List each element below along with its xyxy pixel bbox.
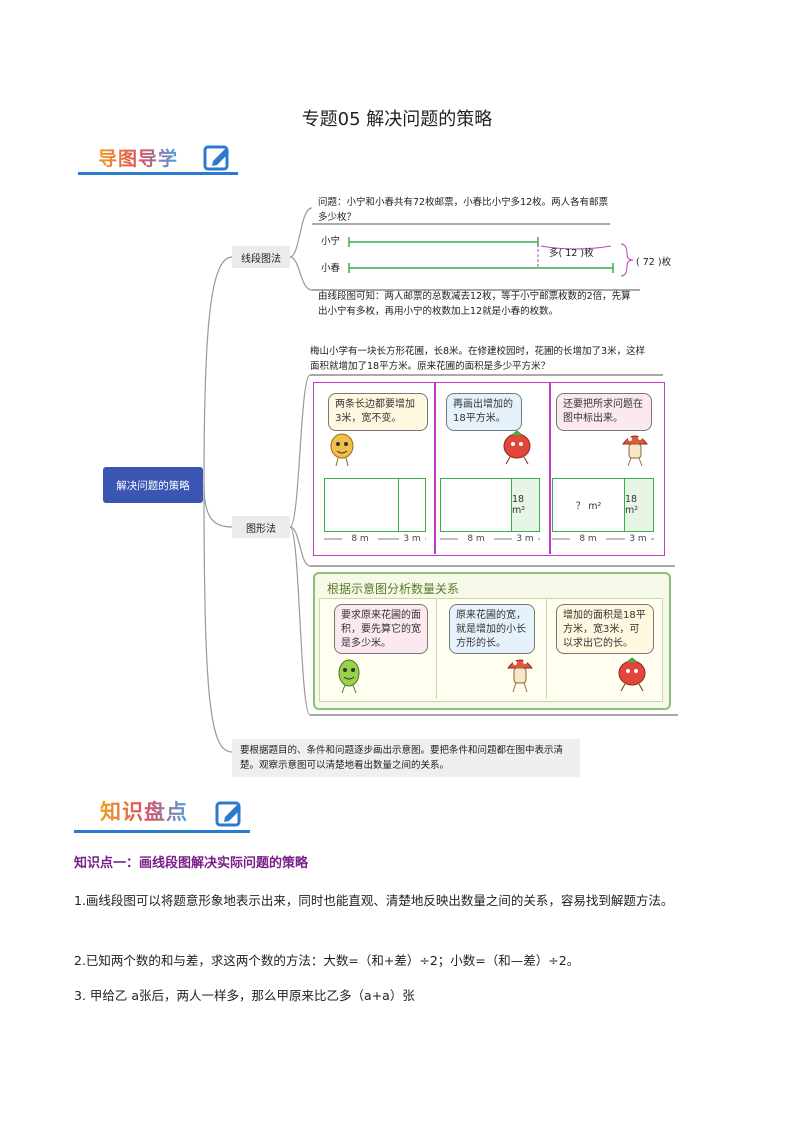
total-label: ( 72 )枚 (636, 255, 671, 270)
dim-3m: 3 m (399, 534, 425, 544)
character-icon (615, 657, 649, 697)
panel2-bubble: 再画出增加的18平方米。 (446, 393, 522, 431)
knowledge-point-title: 知识点一：画线段图解决实际问题的策略 (74, 856, 309, 871)
analysis-bubble-1: 要求原来花圃的面积，要先算它的宽是多少米。 (334, 604, 428, 654)
knowledge-item-3: 3. 甲给乙 a张后，两人一样多，那么甲原来比乙多（a+a）张 (74, 988, 415, 1003)
branch-figure-method: 图形法 (232, 516, 290, 538)
dim-8m: 8 m (570, 534, 606, 544)
branch-line-diagram: 线段图法 (232, 246, 290, 268)
section-underline (74, 830, 250, 833)
more-value: 12 (565, 248, 578, 259)
added-rect-labeled: 18 m² (511, 478, 540, 532)
total-value: 72 (642, 257, 655, 268)
original-rect-labeled: ？ m² (552, 478, 625, 532)
character-icon (620, 430, 650, 472)
analysis-title: 根据示意图分析数量关系 (327, 582, 460, 596)
panel-divider (549, 383, 551, 554)
edit-icon (215, 799, 243, 831)
total-suffix: )枚 (657, 257, 672, 268)
added-rect-labeled: 18 m² (624, 478, 654, 532)
page-title: 专题05 解决问题的策略 (301, 109, 493, 130)
more-prefix: 多( (549, 248, 563, 259)
analysis-divider (436, 599, 437, 699)
branch1-explanation: 由线段图可知：两人邮票的总数减去12枚，等于小宁邮票枚数的2倍，先算出小宁有多枚… (318, 291, 631, 317)
panel1-bubble: 两条长边都要增加3米，宽不变。 (328, 393, 428, 431)
dim-3m: 3 m (512, 534, 538, 544)
panel-divider (434, 383, 436, 554)
segment-name-2: 小春 (321, 263, 341, 274)
section-title: 知识盘点 (100, 800, 188, 824)
knowledge-item-1: 1.画线段图可以将题意形象地表示出来，同时也能直观、清楚地反映出数量之间的关系，… (74, 885, 724, 917)
character-icon (505, 654, 535, 698)
added-rect (398, 478, 426, 532)
total-prefix: ( (636, 257, 640, 268)
more-label: 多( 12 )枚 (549, 246, 594, 261)
segment-name-1: 小宁 (321, 236, 341, 247)
dim-8m: 8 m (342, 534, 378, 544)
section-title: 导图导学 (98, 148, 179, 170)
edit-icon (203, 143, 231, 175)
analysis-bubble-3: 增加的面积是18平方米，宽3米，可以求出它的长。 (556, 604, 654, 654)
section-underline (78, 172, 238, 175)
dim-3m: 3 m (625, 534, 651, 544)
segment-diagram (348, 237, 634, 277)
original-rect (324, 478, 399, 532)
knowledge-item-2: 2.已知两个数的和与差，求这两个数的方法：大数=（和+差）÷2；小数=（和—差）… (74, 953, 580, 968)
branch3-summary: 要根据题目的、条件和问题逐步画出示意图。要把条件和问题都在图中表示清楚。观察示意… (232, 739, 580, 777)
branch1-problem: 问题：小宁和小春共有72枚邮票，小春比小宁多12枚。两人各有邮票多少枚？ (318, 197, 609, 223)
panel3-bubble: 还要把所求问题在图中标出来。 (556, 393, 652, 431)
original-rect (440, 478, 512, 532)
more-suffix: )枚 (580, 248, 594, 259)
section-header-knowledge: 知识盘点 (100, 796, 188, 826)
branch2-problem: 梅山小学有一块长方形花圃，长8米。在修建校园时，花圃的长增加了3米，这样面积就增… (310, 346, 646, 372)
analysis-bubble-2: 原来花圃的宽，就是增加的小长方形的长。 (449, 604, 535, 654)
mindmap-connectors (203, 207, 678, 753)
knowledge-item-1-text: 1.画线段图可以将题意形象地表示出来，同时也能直观、清楚地反映出数量之间的关系，… (74, 893, 674, 908)
character-icon (328, 432, 356, 472)
character-icon (335, 657, 363, 699)
section-header-guide: 导图导学 (98, 144, 178, 171)
character-icon (500, 430, 534, 470)
dim-8m: 8 m (458, 534, 494, 544)
analysis-divider (546, 599, 547, 699)
mindmap-root: 解决问题的策略 (103, 467, 203, 503)
